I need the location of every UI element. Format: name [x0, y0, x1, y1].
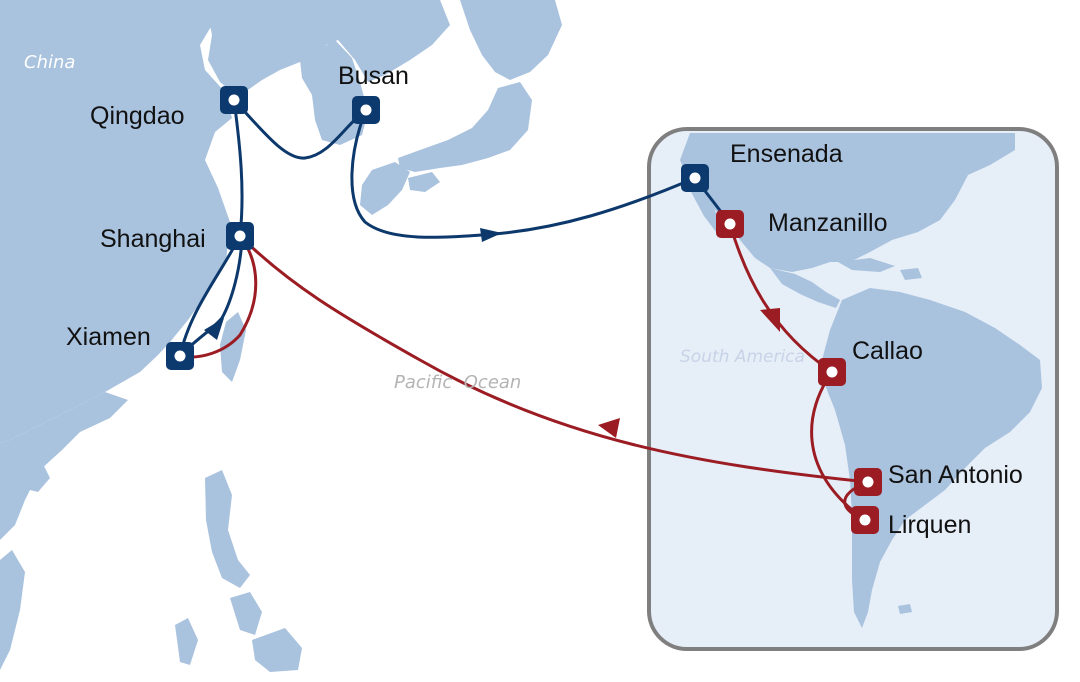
land-indochina [0, 550, 25, 670]
route-arrows-blue [204, 228, 502, 340]
land-mindanao [252, 628, 302, 672]
land-cuba [838, 258, 895, 272]
arrow-pacific-westbound [598, 418, 620, 438]
arrow-xiamen-northbound [204, 318, 224, 340]
land-falklands [898, 604, 912, 614]
land-palawan [175, 618, 198, 665]
route-shanghai-xiamen-red [179, 235, 258, 359]
label-manzanillo: Manzanillo [768, 209, 888, 237]
route-qingdao-shanghai [232, 99, 244, 237]
port-marker-xiamen[interactable] [166, 342, 194, 370]
label-ensenada: Ensenada [730, 140, 843, 168]
route-arrows-red [598, 308, 780, 438]
route-busan-ensenada [350, 109, 696, 239]
land-taiwan [220, 312, 246, 382]
inset-americas [647, 127, 1059, 651]
label-qingdao: Qingdao [90, 102, 185, 130]
label-shanghai: Shanghai [100, 225, 206, 253]
port-marker-san-antonio[interactable] [854, 468, 882, 496]
arrow-pacific-eastbound [480, 228, 502, 242]
label-callao: Callao [852, 337, 923, 365]
route-manzanillo-callao [728, 223, 833, 374]
label-south-america: South America [680, 347, 805, 367]
port-marker-manzanillo[interactable] [716, 210, 744, 238]
land-korean-peninsula [300, 40, 368, 145]
land-hispaniola [900, 268, 922, 280]
port-marker-ensenada[interactable] [681, 164, 709, 192]
label-xiamen: Xiamen [66, 323, 151, 351]
label-pacific-ocean: Pacific Ocean [394, 372, 521, 393]
land-kyushu [360, 162, 410, 215]
port-marker-busan[interactable] [352, 96, 380, 124]
land-hainan [22, 462, 50, 492]
label-san-antonio: San Antonio [888, 461, 1023, 489]
port-marker-callao[interactable] [818, 358, 846, 386]
land-baja [690, 185, 722, 232]
land-americas [680, 133, 1042, 628]
route-san-antonio-shanghai [238, 234, 869, 484]
land-shikoku [408, 172, 440, 192]
label-lirquen: Lirquen [888, 511, 971, 539]
port-marker-lirquen[interactable] [851, 506, 879, 534]
route-qingdao-busan [232, 98, 367, 160]
label-china: China [24, 52, 75, 73]
land-south-china-coast [0, 392, 128, 540]
port-marker-shanghai[interactable] [226, 222, 254, 250]
land-north-america [680, 133, 1015, 272]
label-busan: Busan [338, 62, 409, 90]
land-luzon [205, 470, 250, 588]
route-xiamen-shanghai [178, 239, 244, 358]
land-russia-far-east [230, 0, 450, 82]
land-visayas [230, 592, 262, 635]
land-south-america [822, 288, 1042, 628]
land-honshu [398, 82, 532, 172]
arrow-manzanillo-callao [760, 308, 780, 332]
land-china-mainland [0, 0, 232, 443]
port-marker-qingdao[interactable] [220, 86, 248, 114]
land-asia [0, 0, 562, 672]
land-hokkaido [460, 0, 562, 80]
land-central-america [770, 268, 840, 308]
